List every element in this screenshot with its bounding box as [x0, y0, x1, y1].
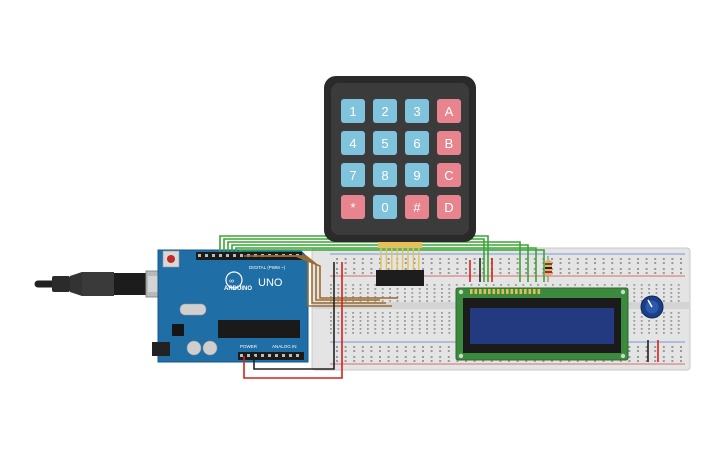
keypad-key-label: A: [445, 104, 454, 119]
keypad-key-label: 0: [381, 200, 388, 215]
keypad-key-label: 8: [381, 168, 388, 183]
keypad-key-label: 5: [381, 136, 388, 151]
usb-cable[interactable]: [34, 270, 165, 298]
keypad-key[interactable]: A: [437, 99, 461, 123]
digital-label: DIGITAL (PWM ~): [249, 265, 286, 270]
keypad-key-label: 6: [413, 136, 420, 151]
keypad-key-label: 7: [349, 168, 356, 183]
keypad-key[interactable]: 8: [373, 163, 397, 187]
regulator: [172, 324, 184, 336]
keypad-key-label: 9: [413, 168, 420, 183]
arduino-brand: ARDUINO: [224, 286, 252, 292]
keypad-key-label: 3: [413, 104, 420, 119]
keypad-key-label: 1: [349, 104, 356, 119]
capacitor: [202, 340, 218, 356]
keypad-key[interactable]: 7: [341, 163, 365, 187]
keypad-key[interactable]: 2: [373, 99, 397, 123]
keypad-key-label: D: [444, 200, 453, 215]
crystal: [179, 303, 207, 316]
capacitor: [186, 340, 202, 356]
keypad-key-label: 2: [381, 104, 388, 119]
keypad-key[interactable]: 6: [405, 131, 429, 155]
atmega-chip: [218, 320, 300, 338]
lcd-16x2[interactable]: [455, 287, 629, 361]
keypad-key[interactable]: B: [437, 131, 461, 155]
keypad-key[interactable]: 1: [341, 99, 365, 123]
keypad-key[interactable]: 0: [373, 195, 397, 219]
keypad-key[interactable]: 9: [405, 163, 429, 187]
keypad-key[interactable]: C: [437, 163, 461, 187]
keypad-key-label: #: [413, 200, 421, 215]
keypad-ribbon: [376, 242, 424, 286]
keypad-key[interactable]: 3: [405, 99, 429, 123]
lcd-screen: [470, 308, 614, 344]
analog-pins: [240, 354, 299, 357]
arduino-uno-board[interactable]: DIGITAL (PWM ~) ARDUINO UNO POWER ANALOG…: [152, 249, 309, 363]
power-label: POWER: [240, 344, 258, 349]
resistor[interactable]: [545, 256, 552, 282]
keypad-key-label: *: [350, 200, 355, 215]
keypad-key-label: 4: [349, 136, 356, 151]
board-model: UNO: [258, 277, 283, 289]
keypad-key[interactable]: 4: [341, 131, 365, 155]
keypad-key[interactable]: #: [405, 195, 429, 219]
keypad-key-label: C: [444, 168, 453, 183]
arduino-logo-icon: [225, 271, 243, 289]
keypad-key[interactable]: D: [437, 195, 461, 219]
analog-label: ANALOG IN: [272, 344, 297, 349]
power-jack: [152, 342, 170, 356]
arduino-logo-glyph: ∞: [229, 278, 234, 285]
keypad-key-label: B: [445, 136, 454, 151]
keypad-key[interactable]: *: [341, 195, 365, 219]
lcd-pins: [470, 289, 541, 294]
power-wires: [243, 258, 659, 379]
keypad-4x4[interactable]: 1 2 3 A 4 5 6 B 7 8 9 C * 0 # D: [324, 76, 476, 242]
potentiometer[interactable]: [640, 295, 664, 319]
keypad-key[interactable]: 5: [373, 131, 397, 155]
keypad-connector: [376, 270, 424, 286]
